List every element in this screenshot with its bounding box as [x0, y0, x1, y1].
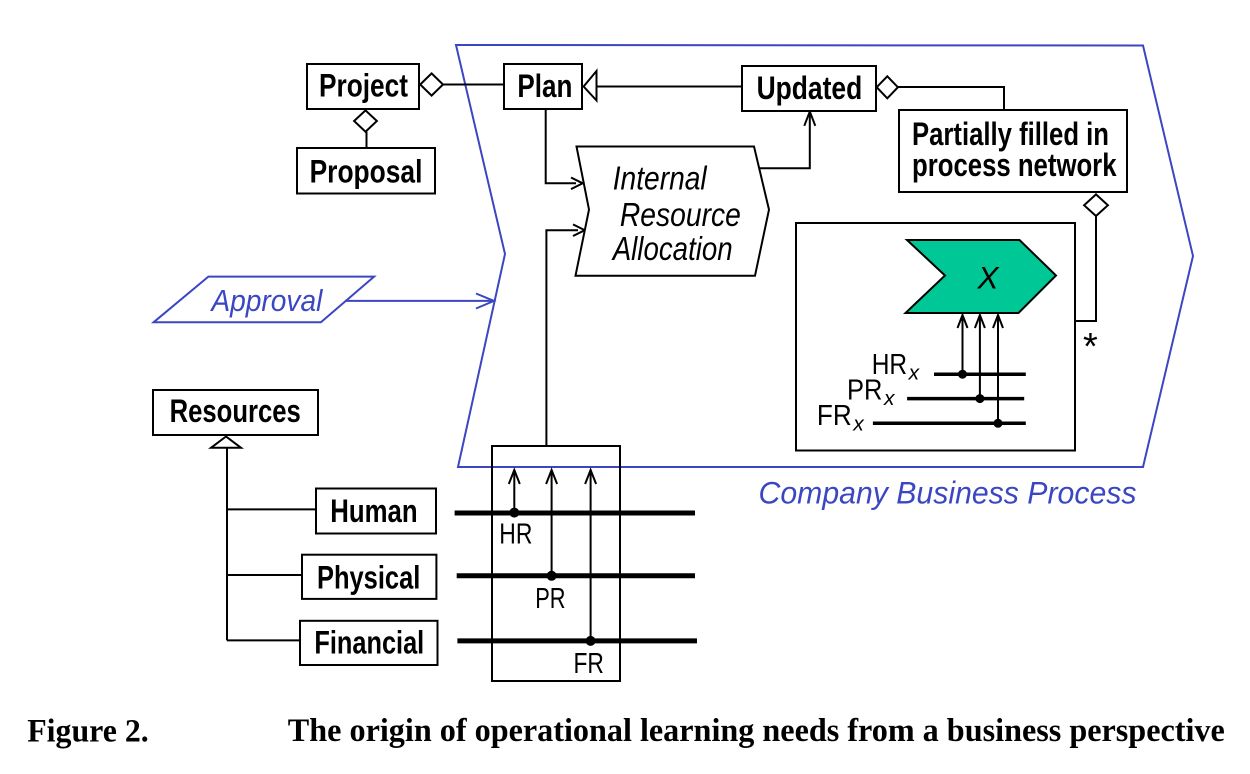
svg-text:PR: PR — [535, 583, 565, 615]
svg-text:x: x — [883, 388, 896, 410]
svg-text:Figure 2.: Figure 2. — [27, 714, 149, 750]
svg-text:The origin of operational lear: The origin of operational learning needs… — [288, 713, 1225, 749]
svg-text:FR: FR — [817, 400, 852, 432]
svg-text:*: * — [1083, 326, 1098, 368]
svg-text:Company Business Process: Company Business Process — [759, 475, 1137, 511]
svg-text:Approval: Approval — [210, 283, 324, 318]
svg-text:x: x — [908, 363, 921, 385]
svg-text:PR: PR — [847, 375, 882, 407]
svg-text:Proposal: Proposal — [310, 153, 423, 189]
svg-text:process network: process network — [912, 147, 1117, 183]
svg-text:Project: Project — [319, 68, 408, 104]
svg-text:Partially filled in: Partially filled in — [912, 116, 1109, 152]
svg-text:HR: HR — [872, 349, 907, 381]
svg-text:Resources: Resources — [170, 393, 301, 429]
svg-text:Human: Human — [330, 493, 417, 529]
svg-text:FR: FR — [574, 648, 604, 680]
svg-text:Financial: Financial — [314, 625, 424, 661]
svg-text:X: X — [977, 260, 1000, 296]
svg-text:Physical: Physical — [317, 559, 420, 595]
svg-text:Updated: Updated — [757, 70, 863, 106]
svg-text:x: x — [852, 414, 865, 436]
svg-text:Plan: Plan — [517, 68, 572, 104]
svg-text:Resource: Resource — [620, 196, 741, 233]
svg-text:Allocation: Allocation — [611, 230, 733, 267]
svg-text:Internal: Internal — [613, 160, 708, 197]
svg-text:HR: HR — [499, 518, 532, 550]
